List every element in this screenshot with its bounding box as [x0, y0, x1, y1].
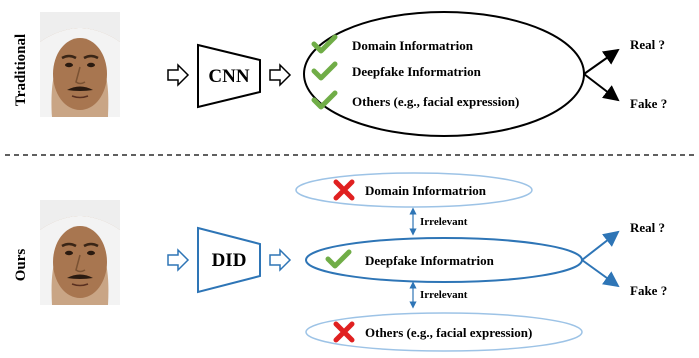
ours-label: Ours: [13, 249, 29, 282]
did-label: DID: [212, 250, 247, 271]
feature-ellipse-domain: [295, 172, 533, 208]
feature-item-label: Domain Informatrion: [365, 183, 487, 198]
output-real-bottom: Real ?: [630, 220, 665, 235]
arrow-to-real-bottom: [581, 230, 620, 261]
hollow-arrow-icon: [167, 63, 190, 87]
irrelevant-label: Irrelevant: [420, 289, 468, 301]
output-fake-top: Fake ?: [630, 96, 667, 111]
hollow-arrow-icon: [167, 248, 190, 272]
irrelevant-label: Irrelevant: [420, 216, 468, 228]
traditional-section: Traditional CNN Domain Informatrion Deep…: [13, 10, 667, 137]
feature-item-label: Deepfake Informatrion: [352, 64, 482, 79]
output-fake-bottom: Fake ?: [630, 283, 667, 298]
arrow-to-fake-top: [583, 73, 620, 102]
output-real-top: Real ?: [630, 37, 665, 52]
feature-item-deepfake: Deepfake Informatrion: [314, 64, 482, 79]
arrow-to-fake-bottom: [581, 259, 620, 288]
feature-item-label: Others (e.g., facial expression): [365, 325, 532, 340]
ours-section: Ours DID Domain Informatrion Irrelevant …: [13, 172, 667, 352]
hollow-arrow-icon: [269, 248, 292, 272]
feature-item-domain: Domain Informatrion: [314, 37, 474, 53]
traditional-label: Traditional: [13, 34, 29, 106]
feature-item-label: Deepfake Informatrion: [365, 253, 495, 268]
hollow-arrow-icon: [269, 63, 292, 87]
feature-ellipse-others: [305, 312, 583, 352]
feature-item-label: Domain Informatrion: [352, 38, 474, 53]
cnn-block: [197, 43, 261, 109]
input-face-image-bottom: [38, 198, 122, 307]
input-face-image-top: [38, 10, 122, 119]
did-block: [197, 226, 261, 294]
feature-item-others: Others (e.g., facial expression): [314, 93, 519, 109]
feature-item-label: Others (e.g., facial expression): [352, 94, 519, 109]
arrow-to-real-top: [583, 48, 620, 75]
cnn-label: CNN: [208, 66, 249, 87]
